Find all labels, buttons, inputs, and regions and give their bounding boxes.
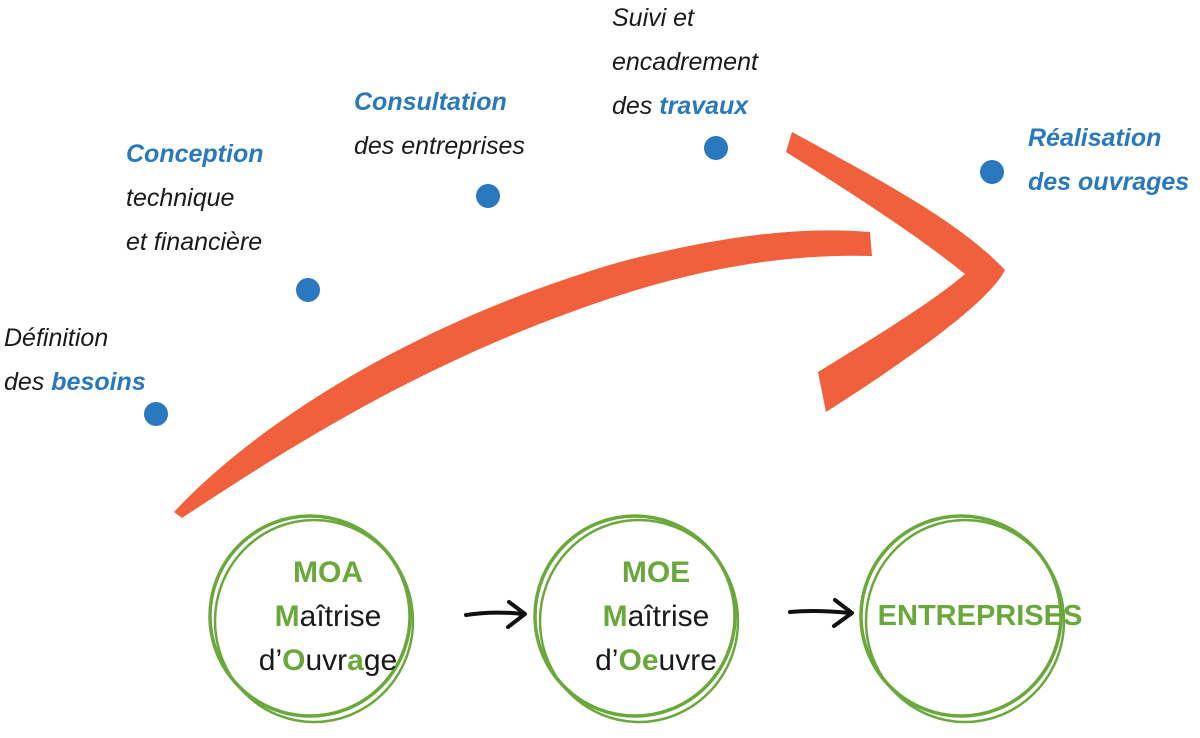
actor-moe-l3-c: uvre [659, 644, 717, 677]
actor-moe-line2: Maîtrise [603, 600, 710, 633]
step-realisation-line1: Réalisation [1028, 124, 1161, 152]
step-consultation-title: Consultation [354, 88, 507, 116]
actor-moe-m-initial: M [603, 600, 628, 633]
step-dot-realisation [980, 160, 1004, 184]
actor-moa-l3-e: ge [364, 644, 397, 677]
step-dot-conception [296, 278, 320, 302]
step-consultation-line2: des entreprises [354, 132, 525, 160]
actor-moe-l3-a: d’ [595, 644, 618, 677]
actor-moe-line3: d’Oeuvre [595, 644, 717, 677]
actor-moa-line2: Maîtrise [275, 600, 382, 633]
actor-moa-l3-a: d’ [259, 644, 282, 677]
actor-moe-acronym: MOE [622, 556, 690, 589]
step-dot-definition [144, 402, 168, 426]
actor-moe-circle [533, 514, 740, 724]
step-suivi-line1: Suivi et [612, 4, 695, 32]
actor-moa-line3: d’Ouvrage [259, 644, 397, 677]
step-conception-title: Conception [126, 140, 264, 168]
actor-moa-l2-rest: aîtrise [300, 600, 382, 633]
actor-moa-circle [208, 514, 415, 724]
step-definition-line2-highlight: besoins [51, 368, 146, 396]
step-definition-label: Définition [4, 324, 108, 352]
connector-arrow-moe-entreprises [788, 598, 854, 628]
arrow-head [786, 132, 1005, 412]
step-dot-consultation [476, 184, 500, 208]
actor-moa-l3-c: uvr [305, 644, 347, 677]
step-suivi-line3: des travaux [612, 92, 749, 120]
step-conception-line2: technique [126, 184, 234, 212]
arrow-shaft [174, 230, 872, 518]
step-definition-line1: Définition [4, 324, 108, 352]
step-realisation-line2: des ouvrages [1028, 168, 1189, 196]
actor-moe-l2-rest: aîtrise [628, 600, 710, 633]
actor-moa-acronym: MOA [293, 556, 363, 589]
actor-entreprises-label: ENTREPRISES [878, 600, 1083, 632]
step-conception-line3: et financière [126, 228, 262, 256]
actor-entreprises-circle [859, 514, 1066, 724]
actor-moe-oe-initial: Oe [618, 644, 658, 677]
progress-arrow [174, 132, 1005, 518]
step-suivi-line3-highlight: travaux [659, 92, 749, 120]
step-suivi-line2: encadrement [612, 48, 759, 76]
step-definition-line2-plain: des [4, 368, 51, 396]
step-dot-suivi [704, 136, 728, 160]
step-definition-label-2: des besoins [4, 368, 146, 396]
connector-arrow-moa-moe [464, 600, 527, 629]
actor-moa-m-initial: M [275, 600, 300, 633]
actor-moa-a-initial: a [347, 644, 364, 677]
actor-moa-o-initial: O [282, 644, 305, 677]
step-suivi-line3-plain: des [612, 92, 659, 120]
